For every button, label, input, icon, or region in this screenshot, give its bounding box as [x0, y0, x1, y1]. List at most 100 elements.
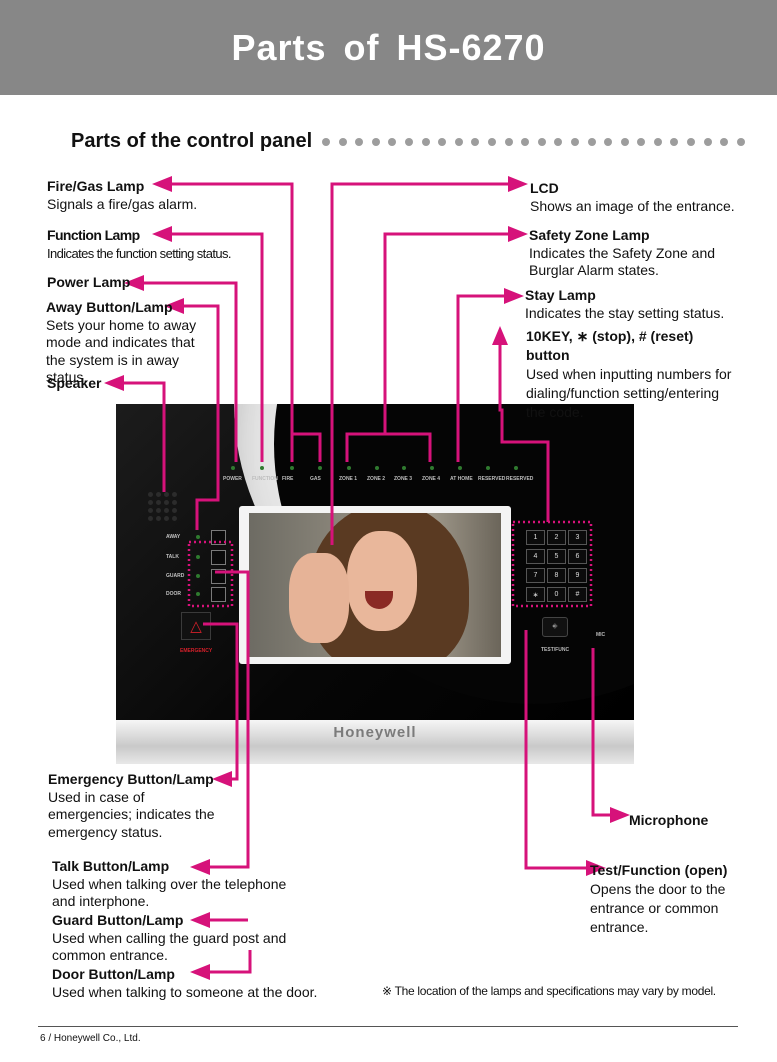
lamp-led-8	[458, 466, 462, 470]
label-fire-gas: Fire/Gas Lamp Signals a fire/gas alarm.	[47, 178, 197, 213]
label-lcd-title: LCD	[530, 180, 559, 196]
label-fire-gas-title: Fire/Gas Lamp	[47, 178, 145, 194]
lamp-label-7: ZONE 4	[422, 476, 441, 482]
key-9[interactable]: 9	[568, 568, 587, 583]
label-fire-gas-desc: Signals a fire/gas alarm.	[47, 195, 198, 212]
label-stay: Stay Lamp Indicates the stay setting sta…	[525, 287, 724, 322]
emergency-button[interactable]: △	[181, 612, 211, 640]
key-reset[interactable]: #	[568, 587, 587, 602]
key-2[interactable]: 2	[547, 530, 566, 545]
lamp-label-5: ZONE 2	[367, 476, 386, 482]
lamp-label-0: POWER	[223, 476, 242, 482]
talk-button[interactable]	[211, 550, 226, 565]
test-func-device-label: TEST/FUNC	[541, 647, 570, 653]
label-function-desc: Indicates the function setting status.	[47, 245, 231, 261]
label-lcd-desc: Shows an image of the entrance.	[530, 197, 735, 214]
label-emergency: Emergency Button/Lamp Used in case of em…	[48, 771, 228, 841]
label-function: Function Lamp Indicates the function set…	[47, 227, 231, 262]
mic-device-label: MIC	[596, 632, 606, 638]
label-guard-desc: Used when calling the guard post and com…	[52, 929, 287, 964]
lamp-label-10: RESERVED	[506, 476, 534, 482]
page-title: Parts of HS-6270	[231, 26, 546, 68]
lamp-led-0	[231, 466, 235, 470]
lamp-label-8: AT HOME	[450, 476, 473, 482]
label-microphone: Microphone	[629, 812, 708, 830]
lamp-label-4: ZONE 1	[339, 476, 358, 482]
label-ten-key-title: 10KEY, ∗ (stop), # (reset) button	[526, 328, 694, 363]
test-func-button[interactable]: ⎆	[542, 617, 568, 637]
label-away: Away Button/Lamp Sets your home to away …	[46, 299, 216, 387]
lamp-led-4	[347, 466, 351, 470]
speaker-grille	[148, 492, 177, 521]
label-emergency-title: Emergency Button/Lamp	[48, 771, 214, 787]
label-test-function-desc: Opens the door to the entrance or common…	[590, 881, 726, 935]
section-title: Parts of the control panel	[71, 130, 313, 152]
label-talk-title: Talk Button/Lamp	[52, 858, 170, 874]
side-label-talk: TALK	[166, 554, 179, 560]
model-note: ※ The location of the lamps and specific…	[382, 984, 716, 998]
label-safety-zone: Safety Zone Lamp Indicates the Safety Zo…	[529, 227, 729, 280]
label-safety-zone-desc: Indicates the Safety Zone and Burglar Al…	[529, 244, 716, 279]
key-3[interactable]: 3	[568, 530, 587, 545]
label-door: Door Button/Lamp Used when talking to so…	[52, 966, 352, 1001]
key-icon: ⎆	[552, 623, 558, 630]
label-away-desc: Sets your home to away mode and indicate…	[46, 316, 197, 386]
label-function-title: Function Lamp	[47, 227, 140, 243]
label-guard: Guard Button/Lamp Used when calling the …	[52, 912, 292, 965]
label-safety-zone-title: Safety Zone Lamp	[529, 227, 650, 243]
lamp-led-5	[375, 466, 379, 470]
label-away-title: Away Button/Lamp	[46, 299, 173, 315]
side-label-away: AWAY	[166, 534, 181, 540]
side-label-guard: GUARD	[166, 573, 185, 579]
lamp-led-3	[318, 466, 322, 470]
lamp-led-6	[402, 466, 406, 470]
label-emergency-desc: Used in case of emergencies; indicates t…	[48, 788, 215, 840]
label-test-function-title: Test/Function (open)	[590, 862, 728, 878]
key-6[interactable]: 6	[568, 549, 587, 564]
label-talk-desc: Used when talking over the telephone and…	[52, 875, 287, 910]
lcd-screen	[239, 506, 511, 664]
lamp-led-9	[486, 466, 490, 470]
lamp-led-10	[514, 466, 518, 470]
lamp-led-2	[290, 466, 294, 470]
label-ten-key: 10KEY, ∗ (stop), # (reset) button Used w…	[526, 327, 736, 422]
lamp-label-6: ZONE 3	[394, 476, 413, 482]
label-stay-title: Stay Lamp	[525, 287, 596, 303]
key-5[interactable]: 5	[547, 549, 566, 564]
emergency-device-label: EMERGENCY	[180, 648, 213, 654]
key-1[interactable]: 1	[526, 530, 545, 545]
label-stay-desc: Indicates the stay setting status.	[525, 304, 725, 321]
entrance-camera-image	[249, 513, 501, 657]
key-0[interactable]: 0	[547, 587, 566, 602]
lamp-led-1	[260, 466, 264, 470]
key-stop[interactable]: ∗	[526, 587, 545, 602]
warning-triangle-icon: △	[190, 618, 202, 635]
door-led	[196, 592, 200, 596]
away-led	[196, 535, 200, 539]
lamp-label-2: FIRE	[282, 476, 294, 482]
lamp-led-7	[430, 466, 434, 470]
page-header: Parts of HS-6270	[0, 0, 777, 95]
device-bottom-trim	[116, 720, 634, 764]
label-guard-title: Guard Button/Lamp	[52, 912, 184, 928]
label-power: Power Lamp	[47, 274, 130, 292]
label-speaker-title: Speaker	[47, 375, 102, 391]
lamp-label-9: RESERVED	[478, 476, 506, 482]
label-door-title: Door Button/Lamp	[52, 966, 175, 982]
label-lcd: LCD Shows an image of the entrance.	[530, 180, 735, 215]
side-label-door: DOOR	[166, 591, 181, 597]
label-door-desc: Used when talking to someone at the door…	[52, 983, 318, 1000]
label-speaker: Speaker	[47, 375, 101, 393]
label-ten-key-desc: Used when inputting numbers for dialing/…	[526, 366, 732, 420]
key-4[interactable]: 4	[526, 549, 545, 564]
guard-led	[196, 574, 200, 578]
key-8[interactable]: 8	[547, 568, 566, 583]
door-button[interactable]	[211, 587, 226, 602]
label-test-function: Test/Function (open) Opens the door to t…	[590, 861, 740, 937]
dot-divider	[322, 138, 745, 146]
key-7[interactable]: 7	[526, 568, 545, 583]
footer-divider	[38, 1026, 738, 1027]
device-brand-logo: Honeywell	[333, 724, 417, 741]
